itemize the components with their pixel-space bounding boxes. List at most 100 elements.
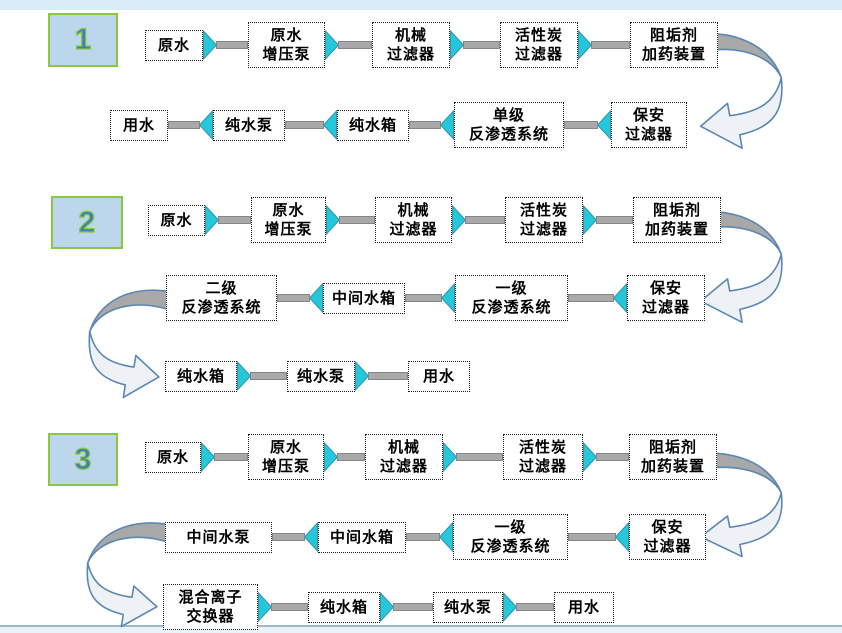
flow-arrow-right-icon xyxy=(583,204,598,236)
flow-node-label: 原水 xyxy=(272,202,305,219)
flow-node-label: 加药装置 xyxy=(640,458,705,475)
flow-connector-bar xyxy=(337,453,365,461)
flow-connector-bar xyxy=(368,372,408,380)
flow-node-label: 阻垢剂 xyxy=(652,202,701,219)
flow-node: 单级反渗透系统 xyxy=(454,102,564,148)
flow-node: 原水增压泵 xyxy=(251,197,326,243)
flow-node: 混合离子交换器 xyxy=(163,584,258,630)
flow-connector-bar xyxy=(216,41,248,49)
flow-node-label: 增压泵 xyxy=(261,458,310,475)
curved-down-right-arrow-icon xyxy=(84,285,180,401)
flow-arrow-right-icon xyxy=(578,29,593,61)
flow-node-label: 活性炭 xyxy=(514,27,563,44)
flow-node: 原水 xyxy=(148,204,205,236)
flow-node-label: 反渗透系统 xyxy=(468,126,549,143)
flow-node-label: 保安 xyxy=(632,107,665,124)
flow-node-label: 阻垢剂 xyxy=(648,439,697,456)
flow-arrow-right-icon xyxy=(201,441,216,473)
flow-node-label: 活性炭 xyxy=(519,202,568,219)
flow-node: 阻垢剂加药装置 xyxy=(629,434,717,480)
flow-node-label: 加药装置 xyxy=(644,221,709,238)
flow-node: 活性炭过滤器 xyxy=(503,434,583,480)
flow-node-label: 过滤器 xyxy=(641,299,690,316)
flow-arrow-right-icon xyxy=(258,591,273,623)
flow-node: 活性炭过滤器 xyxy=(505,197,583,243)
flow-arrow-right-icon xyxy=(450,29,465,61)
diagram-1-badge: 1 xyxy=(48,13,118,67)
flow-node-label: 原水 xyxy=(156,448,189,466)
flow-node: 二级反渗透系统 xyxy=(166,275,277,321)
flow-node: 一级反渗透系统 xyxy=(455,275,568,321)
flow-connector-bar xyxy=(271,603,308,611)
flow-node: 原水增压泵 xyxy=(248,434,324,480)
flow-arrow-right-icon xyxy=(355,360,370,392)
flow-node-label: 原水 xyxy=(160,211,193,229)
flow-node: 用水 xyxy=(110,109,168,141)
diagram-3-badge: 3 xyxy=(48,433,118,486)
flow-node: 纯水泵 xyxy=(287,360,355,392)
flow-node: 纯水泵 xyxy=(433,591,503,623)
flow-node-label: 原水 xyxy=(157,36,190,54)
flow-node: 原水 xyxy=(145,29,203,61)
flow-node: 纯水箱 xyxy=(165,360,237,392)
flow-node-label: 一级 xyxy=(494,519,527,536)
flow-arrow-right-icon xyxy=(205,204,220,236)
flow-connector-bar xyxy=(339,216,375,224)
flow-node-label: 保安 xyxy=(651,519,684,536)
flow-node-label: 纯水泵 xyxy=(443,598,492,616)
flow-arrow-left-icon xyxy=(596,109,611,141)
flow-node-label: 纯水泵 xyxy=(224,116,273,134)
flow-arrow-right-icon xyxy=(324,441,339,473)
flow-node-label: 机械 xyxy=(397,202,430,219)
flow-connector-bar xyxy=(168,121,200,129)
flow-arrow-left-icon xyxy=(439,109,454,141)
flow-node: 机械过滤器 xyxy=(375,197,452,243)
flow-node: 原水 xyxy=(145,441,201,473)
flow-connector-bar xyxy=(596,216,633,224)
flow-node: 中间水泵 xyxy=(165,521,272,553)
flow-node-label: 用水 xyxy=(122,116,155,134)
flow-arrow-left-icon xyxy=(438,521,453,553)
flow-node-label: 单级 xyxy=(492,107,525,124)
flow-node-label: 过滤器 xyxy=(379,458,428,475)
flow-connector-bar xyxy=(465,216,505,224)
flow-node-label: 增压泵 xyxy=(262,46,311,63)
flow-node-label: 混合离子 xyxy=(178,589,243,606)
flow-node-label: 用水 xyxy=(422,367,455,385)
flow-arrow-right-icon xyxy=(237,360,252,392)
flow-connector-bar xyxy=(568,533,616,541)
flow-connector-bar xyxy=(272,533,305,541)
flow-node-label: 过滤器 xyxy=(624,126,673,143)
flow-connector-bar xyxy=(568,294,614,302)
flow-arrow-right-icon xyxy=(443,441,458,473)
diagram-number: 2 xyxy=(78,205,96,239)
flow-node-label: 过滤器 xyxy=(518,458,567,475)
flow-node: 中间水箱 xyxy=(318,521,406,553)
flow-node: 原水增压泵 xyxy=(248,22,325,68)
flow-arrow-right-icon xyxy=(203,29,218,61)
flow-node-label: 用水 xyxy=(567,598,600,616)
flow-node: 保安过滤器 xyxy=(627,275,705,321)
flow-node: 保安过滤器 xyxy=(611,102,687,148)
flow-node-label: 过滤器 xyxy=(514,46,563,63)
flow-connector-bar xyxy=(285,121,324,129)
flow-arrow-left-icon xyxy=(440,282,455,314)
flow-arrow-left-icon xyxy=(612,282,627,314)
flow-connector-bar xyxy=(564,121,598,129)
flow-node: 用水 xyxy=(408,360,470,392)
diagram-number: 1 xyxy=(74,22,92,56)
flow-connector-bar xyxy=(456,453,503,461)
flow-node: 一级反渗透系统 xyxy=(453,514,568,560)
flow-node-label: 交换器 xyxy=(186,608,235,625)
flow-connector-bar xyxy=(463,41,500,49)
flow-node: 用水 xyxy=(554,591,614,623)
flow-node-label: 纯水箱 xyxy=(176,367,225,385)
flow-node-label: 反渗透系统 xyxy=(181,299,262,316)
flow-node: 纯水泵 xyxy=(213,109,285,141)
flow-node-label: 反渗透系统 xyxy=(470,538,551,555)
flow-node-label: 活性炭 xyxy=(518,439,567,456)
flow-connector-bar xyxy=(250,372,287,380)
flow-connector-bar xyxy=(406,533,440,541)
flow-node: 阻垢剂加药装置 xyxy=(630,22,718,68)
